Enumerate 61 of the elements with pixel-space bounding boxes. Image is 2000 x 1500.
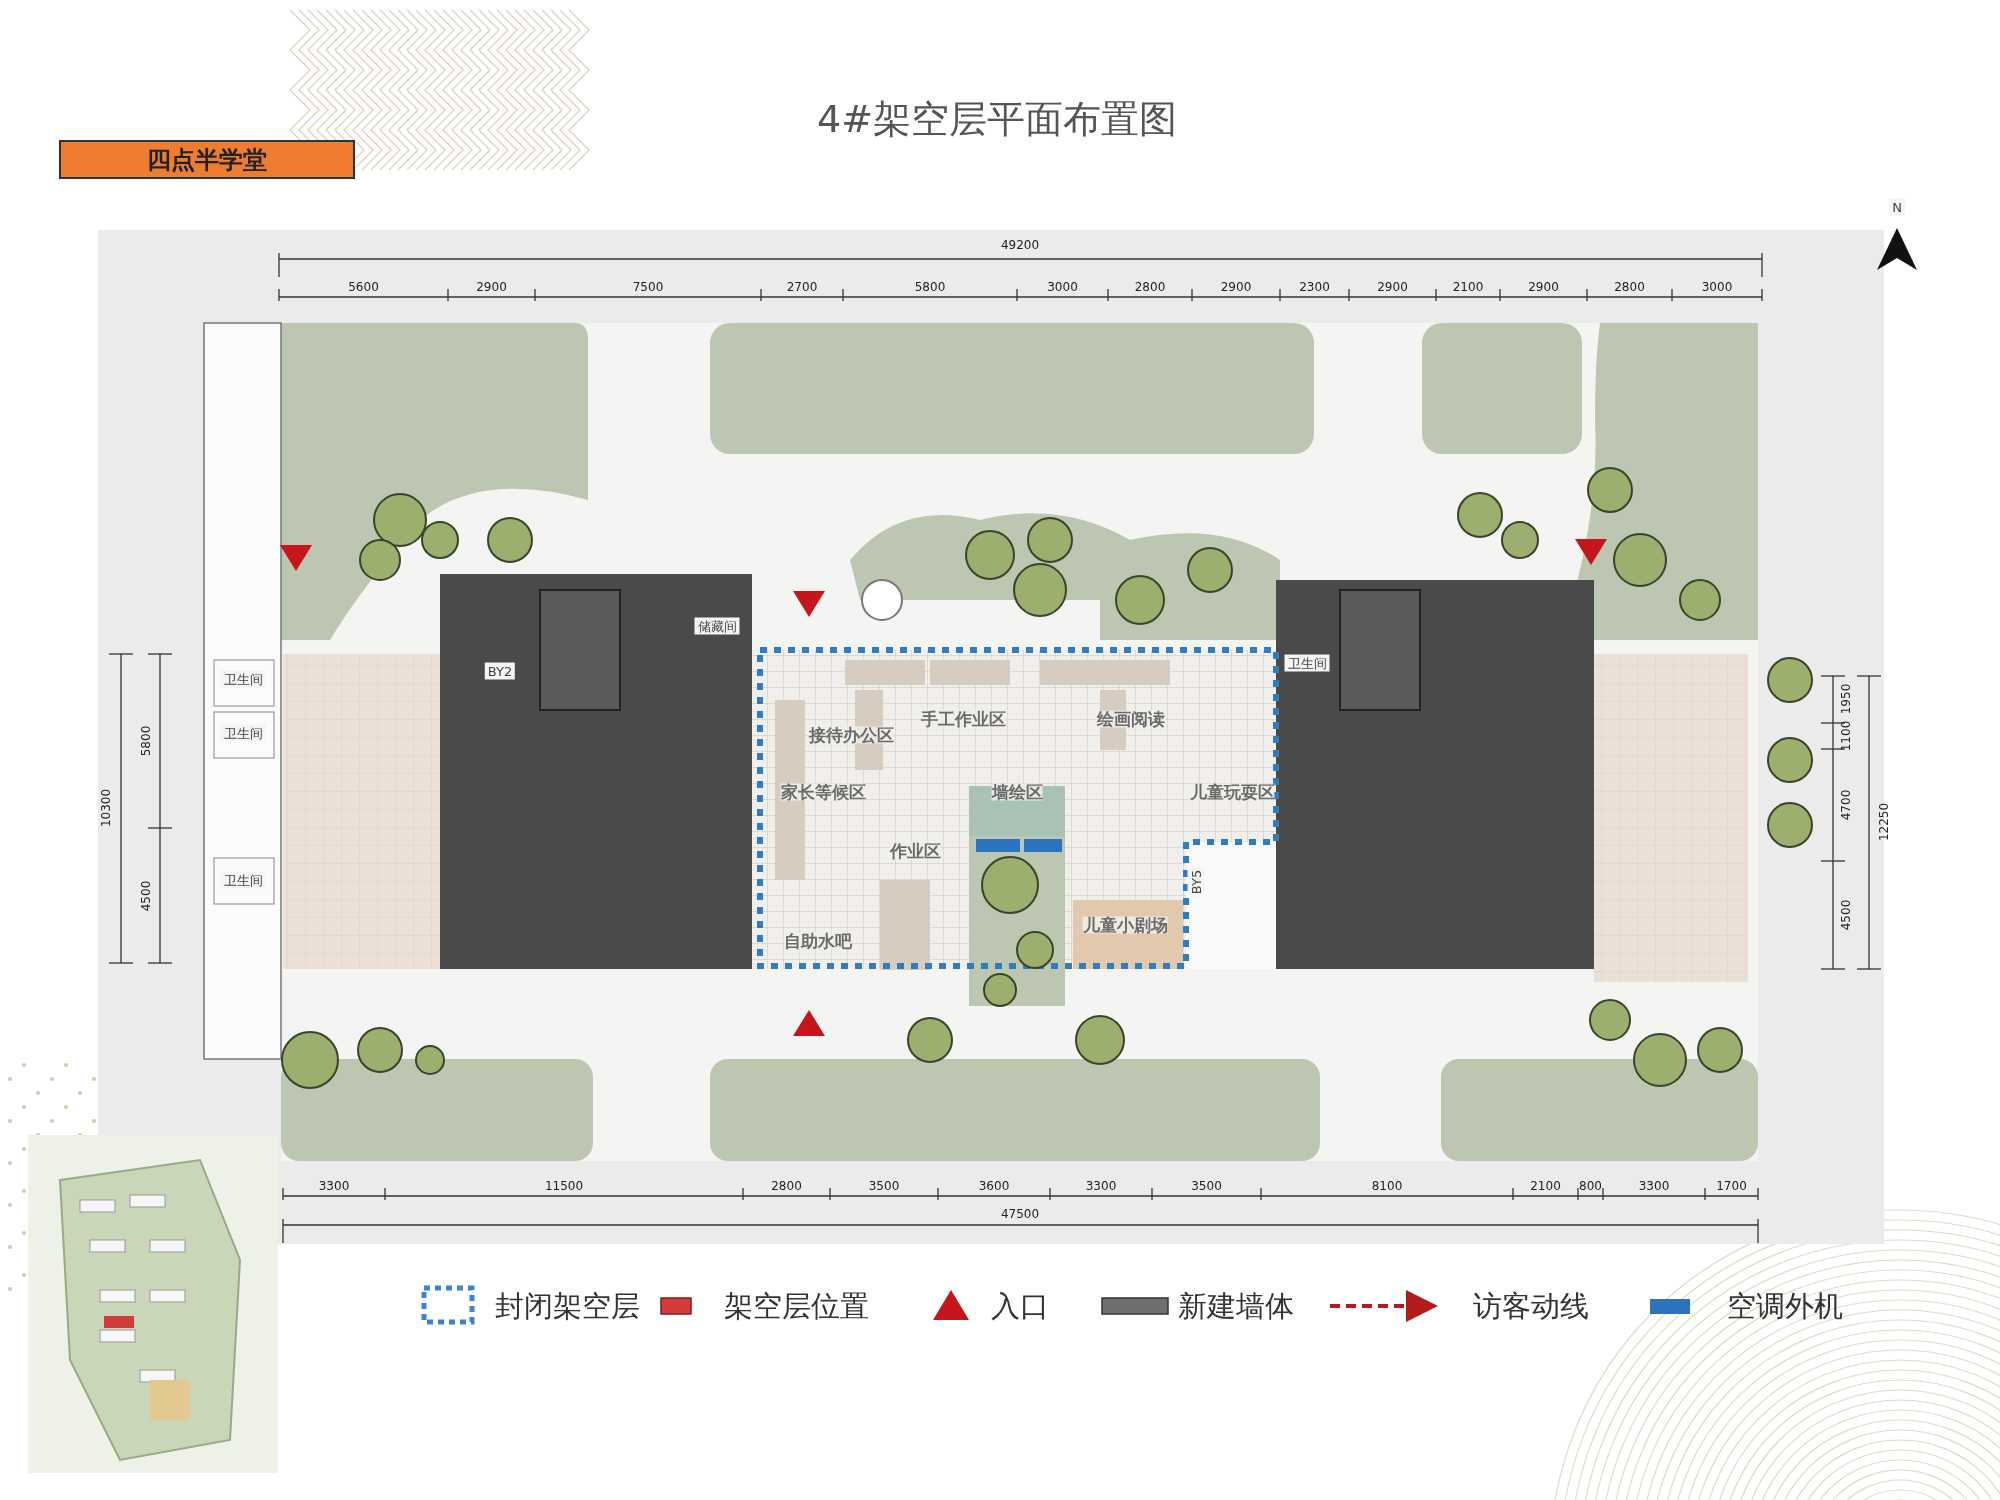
- legend-text: 封闭架空层: [495, 1291, 640, 1321]
- dimension-text: 1950: [1840, 683, 1852, 715]
- room-label: 卫生间: [220, 724, 266, 742]
- dimension-text: 2900: [1220, 281, 1252, 293]
- dimension-text: 3500: [1191, 1180, 1222, 1192]
- dimension-text: 5600: [348, 281, 379, 293]
- dimension-text: 12250: [1878, 802, 1890, 842]
- room-label: 绘画阅读: [1097, 710, 1165, 728]
- dimension-text: 1100: [1840, 720, 1852, 752]
- room-label: 家长等候区: [780, 783, 866, 801]
- dimension-text: 2900: [1377, 281, 1408, 293]
- dimension-text: 3300: [1638, 1180, 1670, 1192]
- room-label: 储藏间: [694, 617, 740, 635]
- dimension-text: 4500: [140, 880, 152, 912]
- dimension-text: 3600: [978, 1180, 1010, 1192]
- dimension-text: 2900: [1528, 281, 1559, 293]
- dimension-text: 10300: [100, 788, 112, 828]
- dimension-text: 3300: [318, 1180, 350, 1192]
- dimension-text: 5800: [914, 281, 946, 293]
- dimension-text: 3500: [868, 1180, 900, 1192]
- dimension-text: 4500: [1840, 899, 1852, 931]
- north-label: N: [1889, 198, 1905, 216]
- dimension-text: 7500: [632, 281, 664, 293]
- dimension-text: 1700: [1716, 1180, 1747, 1192]
- legend-text: 架空层位置: [724, 1291, 869, 1321]
- legend-text: 空调外机: [1727, 1291, 1843, 1321]
- legend-text: 新建墙体: [1178, 1291, 1294, 1321]
- room-label: 卫生间: [220, 670, 266, 688]
- dimension-text: 4700: [1840, 789, 1852, 821]
- dimension-text: 2800: [771, 1180, 802, 1192]
- dimension-text: 3300: [1085, 1180, 1117, 1192]
- dimension-text: 2800: [1134, 281, 1166, 293]
- dimension-text: 3000: [1701, 281, 1733, 293]
- dimension-text: 2300: [1299, 281, 1330, 293]
- dimension-text: 5800: [140, 725, 152, 757]
- dimension-text: 8100: [1371, 1180, 1403, 1192]
- dimension-text: 11500: [544, 1180, 584, 1192]
- room-label: 儿童玩耍区: [1189, 783, 1275, 801]
- dimension-text: 2100: [1530, 1180, 1561, 1192]
- title-banner: 四点半学堂: [59, 140, 355, 179]
- legend-text: 访客动线: [1473, 1291, 1589, 1321]
- dimension-text: 47500: [1000, 1208, 1040, 1220]
- dimension-text: 800: [1579, 1180, 1602, 1192]
- dimension-text: 2900: [476, 281, 507, 293]
- room-label: BY2: [484, 662, 516, 680]
- room-label: 作业区: [889, 842, 941, 860]
- dimension-text: 2700: [786, 281, 818, 293]
- room-label: 墙绘区: [991, 783, 1043, 801]
- dimension-text: 49200: [1000, 239, 1040, 251]
- room-label: 卫生间: [1284, 654, 1330, 672]
- room-label: BY5: [1187, 866, 1205, 898]
- room-label: 手工作业区: [920, 710, 1006, 728]
- title: 4#架空层平面布置图: [817, 100, 1177, 138]
- dimension-text: 2800: [1614, 281, 1645, 293]
- dimension-text: 2100: [1452, 281, 1484, 293]
- room-label: 儿童小剧场: [1082, 916, 1168, 934]
- legend-text: 入口: [991, 1291, 1049, 1321]
- room-label: 自助水吧: [784, 932, 852, 950]
- room-label: 接待办公区: [808, 726, 894, 744]
- room-label: 卫生间: [220, 871, 266, 889]
- dimension-text: 3000: [1047, 281, 1078, 293]
